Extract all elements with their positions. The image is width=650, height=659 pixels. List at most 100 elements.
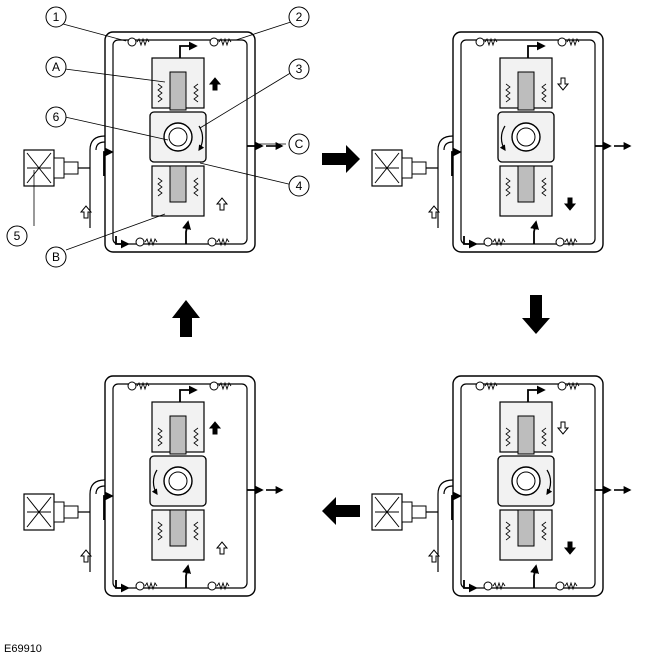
flow-bottom-left: [115, 236, 130, 249]
valve-top-right: [557, 37, 580, 47]
flow-bottom-left: [463, 580, 478, 593]
valve-top-right: [557, 381, 580, 391]
flow-top: [527, 41, 546, 58]
callout-1: 1: [45, 6, 67, 28]
pump-stage-3: [371, 375, 632, 597]
transition-arrow-left: [322, 497, 360, 525]
top-piston-motion-arrow: [208, 421, 222, 435]
flow-bottom-center: [530, 220, 540, 244]
bottom-piston-rod: [169, 509, 187, 547]
bottom-piston-motion-arrow: [563, 541, 577, 555]
flow-bottom-left: [115, 580, 130, 593]
rotor-shaft: [516, 471, 536, 491]
callout-1-label: 1: [53, 10, 60, 24]
valve-bottom-right: [207, 237, 230, 247]
bottom-piston-spring: [157, 177, 199, 197]
bottom-piston-spring: [157, 521, 199, 541]
rotor-direction-arrow: [151, 469, 158, 496]
top-piston-rod: [517, 415, 535, 455]
transition-arrow-down: [522, 295, 550, 334]
housing-inner: [112, 383, 248, 589]
callout-B: B: [45, 246, 67, 268]
flow-bottom-center: [530, 564, 540, 588]
callout-C: C: [288, 133, 310, 155]
valve-top-right: [209, 381, 232, 391]
top-piston-spring: [505, 427, 547, 447]
valve-bottom-left: [135, 237, 158, 247]
inlet-flow-arrow: [79, 549, 93, 563]
inlet-connector: [23, 135, 106, 228]
callout-2: 2: [288, 6, 310, 28]
callout-B-label: B: [52, 250, 60, 264]
bottom-piston-rod: [517, 509, 535, 547]
housing-inner: [460, 383, 596, 589]
valve-top-right: [209, 37, 232, 47]
bottom-piston-motion-arrow: [563, 197, 577, 211]
rotor-shaft: [168, 127, 188, 147]
callout-5: 5: [6, 225, 28, 247]
flow-bottom-center: [182, 564, 192, 588]
bottom-piston-spring: [505, 177, 547, 197]
inlet-connector: [23, 479, 106, 572]
top-piston-rod: [169, 415, 187, 455]
callout-2-label: 2: [296, 10, 303, 24]
inlet-flow-arrow: [79, 205, 93, 219]
inlet-connector: [371, 479, 454, 572]
flow-top: [179, 385, 198, 402]
top-piston-spring: [505, 83, 547, 103]
callout-5-label: 5: [14, 229, 21, 243]
valve-top-left: [475, 37, 498, 47]
top-piston-rod: [517, 71, 535, 111]
pump-stage-4: [23, 375, 284, 597]
callout-6: 6: [45, 106, 67, 128]
valve-bottom-right: [555, 237, 578, 247]
valve-bottom-left: [483, 237, 506, 247]
valve-bottom-right: [207, 581, 230, 591]
pump-stage-2: [371, 31, 632, 253]
valve-bottom-right: [555, 581, 578, 591]
top-piston-motion-arrow: [556, 77, 570, 91]
rotor-direction-arrow: [198, 125, 205, 152]
rotor-shaft: [168, 471, 188, 491]
top-piston-motion-arrow: [556, 421, 570, 435]
bottom-piston-rod: [169, 165, 187, 203]
top-piston-spring: [157, 427, 199, 447]
figure-id: E69910: [4, 643, 42, 655]
bottom-piston-rod: [517, 165, 535, 203]
valve-bottom-left: [135, 581, 158, 591]
inlet-path-flow: [103, 147, 114, 176]
rotor-direction-arrow: [546, 469, 553, 496]
pump-stage-1: [23, 31, 284, 253]
valve-top-left: [127, 381, 150, 391]
bottom-piston-motion-arrow: [215, 541, 229, 555]
bottom-piston-spring: [505, 521, 547, 541]
valve-bottom-left: [483, 581, 506, 591]
callout-C-label: C: [295, 137, 304, 151]
callout-3: 3: [288, 58, 310, 80]
inlet-path-flow: [103, 491, 114, 520]
valve-top-left: [127, 37, 150, 47]
inlet-connector: [371, 135, 454, 228]
flow-top: [179, 41, 198, 58]
flow-bottom-center: [182, 220, 192, 244]
callout-leaders: [33, 19, 298, 251]
flow-bottom-left: [463, 236, 478, 249]
housing-inner: [112, 39, 248, 245]
valve-top-left: [475, 381, 498, 391]
transition-arrow-up: [172, 300, 200, 337]
bottom-piston-motion-arrow: [215, 197, 229, 211]
rotor-shaft: [516, 127, 536, 147]
callout-A-label: A: [52, 60, 60, 74]
callout-6-label: 6: [53, 110, 60, 124]
top-piston-rod: [169, 71, 187, 111]
callout-A: A: [45, 56, 67, 78]
transition-arrow-right: [322, 145, 360, 173]
top-piston-motion-arrow: [208, 77, 222, 91]
inlet-flow-arrow: [427, 205, 441, 219]
flow-top: [527, 385, 546, 402]
callout-4-label: 4: [296, 179, 303, 193]
rotor-direction-arrow: [499, 125, 506, 152]
callout-3-label: 3: [296, 62, 303, 76]
inlet-flow-arrow: [427, 549, 441, 563]
